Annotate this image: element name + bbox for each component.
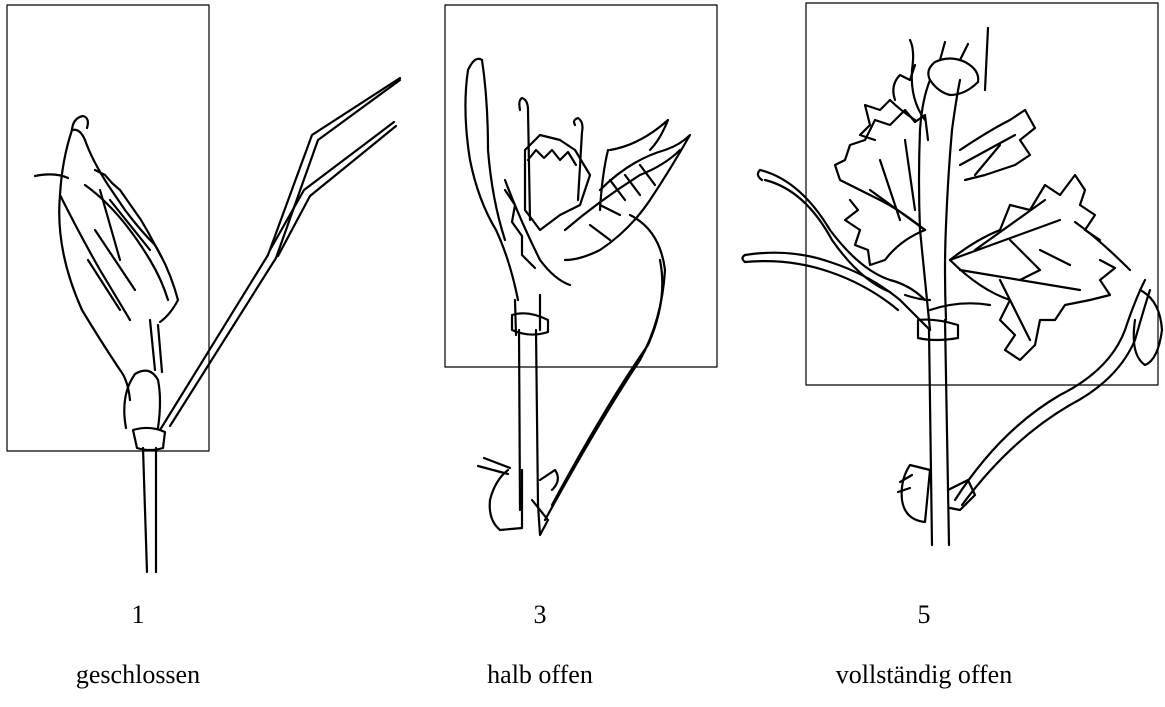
stage-number-1: 1 [0,600,288,630]
shoot-3-illustration [465,59,690,535]
frame-1 [7,5,209,451]
stage-label-1: geschlossen [0,660,288,690]
stage-label-3: halb offen [390,660,690,690]
stage-number-5: 5 [774,600,1074,630]
stage-label-5: vollständig offen [774,660,1074,690]
stage-number-3: 3 [390,600,690,630]
frame-5 [806,3,1158,385]
shoot-1-illustration [35,78,400,572]
frame-3 [445,5,717,367]
